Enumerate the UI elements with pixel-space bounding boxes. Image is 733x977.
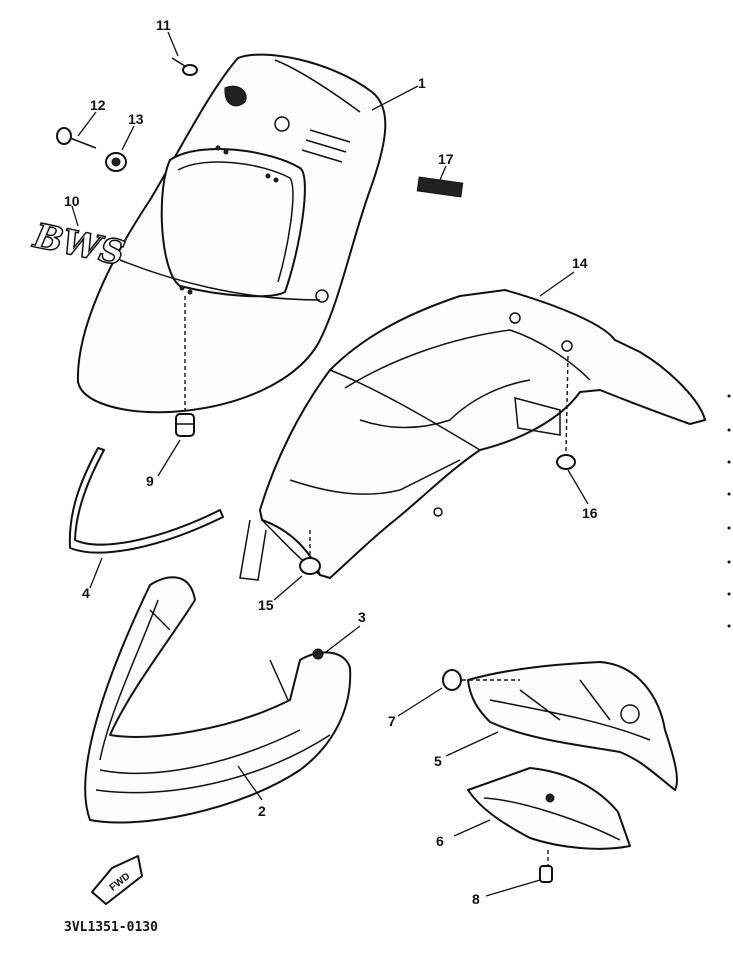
decal-10: BWS (28, 215, 128, 275)
clip-16 (556, 454, 576, 470)
front-cover-part (76, 53, 387, 414)
fastener-9 (175, 413, 195, 437)
callout-11: 11 (156, 17, 171, 33)
bolt-12 (56, 127, 97, 149)
callout-1: 1 (418, 75, 426, 91)
callout-16: 16 (582, 505, 598, 521)
callout-10: 10 (64, 193, 80, 209)
callout-17: 17 (438, 151, 454, 167)
callout-8: 8 (472, 891, 480, 907)
callout-2: 2 (258, 803, 266, 819)
emblem-17 (416, 176, 464, 198)
washer-13 (105, 152, 127, 172)
callout-15: 15 (258, 597, 274, 613)
callout-7: 7 (388, 713, 396, 729)
callout-3: 3 (358, 609, 366, 625)
callout-9: 9 (146, 473, 154, 489)
lower-panel-part (84, 576, 352, 824)
forward-arrow-icon: FWD (91, 855, 143, 905)
callout-4: 4 (82, 585, 90, 601)
callout-5: 5 (434, 753, 442, 769)
callout-12: 12 (90, 97, 106, 113)
rear-inner-fender-part (467, 661, 678, 791)
callout-6: 6 (436, 833, 444, 849)
assembly-line-16 (565, 355, 569, 453)
trim-strip-part (68, 447, 224, 554)
inner-frame-part (239, 289, 706, 581)
diagram-number: 3VL1351-0130 (64, 920, 158, 935)
margin-marks (727, 394, 731, 628)
decal-text: BWS (29, 216, 128, 274)
leader-lines (71, 31, 589, 897)
clip-15 (299, 557, 321, 575)
bolt-7 (442, 669, 520, 691)
mud-guard-part (467, 767, 631, 850)
screw-11 (171, 57, 198, 76)
screw-8 (539, 850, 553, 883)
callout-13: 13 (128, 111, 144, 127)
callout-14: 14 (572, 255, 588, 271)
